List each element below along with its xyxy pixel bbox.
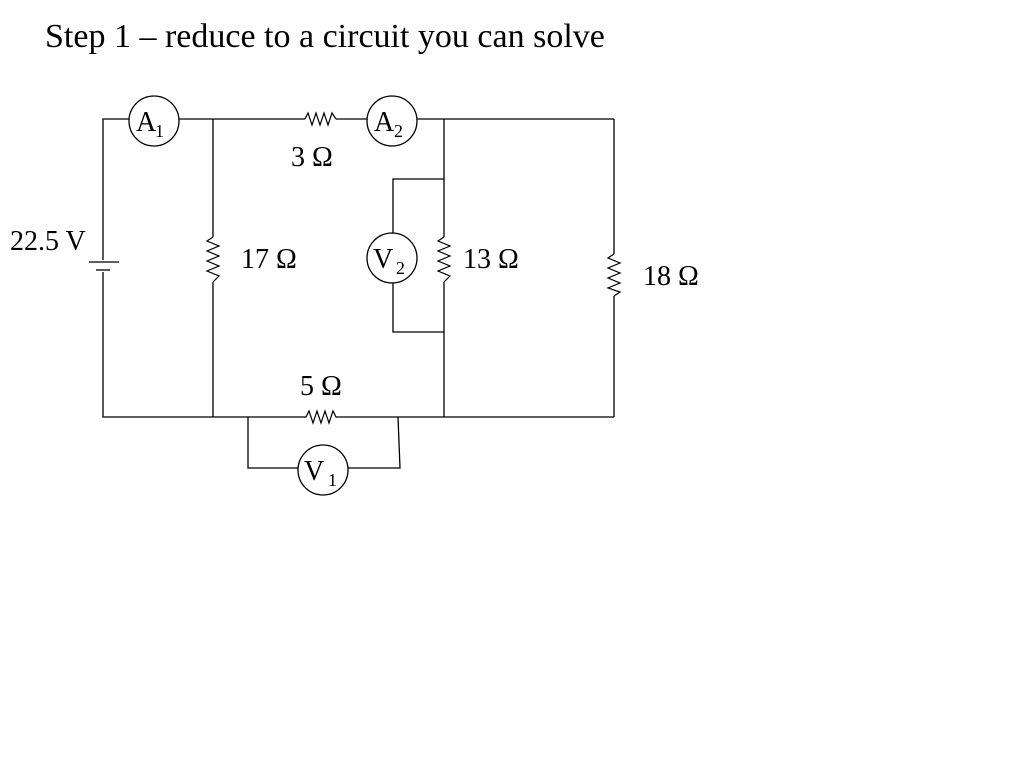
ammeter-a2: A 2 (366, 95, 418, 147)
wire-v1-right (348, 416, 401, 469)
slide-title: Step 1 – reduce to a circuit you can sol… (45, 18, 605, 55)
ammeter-a1-sub: 1 (155, 121, 164, 141)
resistor-5-ohm (290, 409, 356, 425)
resistor-3-label: 3 Ω (291, 142, 333, 173)
resistor-17-label: 17 Ω (241, 244, 297, 275)
resistor-18-ohm (606, 253, 622, 297)
resistor-5-label: 5 Ω (300, 371, 342, 402)
voltmeter-v1-sub: 1 (328, 470, 337, 490)
ammeter-a2-sub: 2 (394, 121, 403, 141)
voltmeter-v2-letter: V (373, 244, 393, 275)
voltmeter-v1: V 1 (297, 444, 349, 496)
wire-left-top (102, 118, 129, 260)
resistor-13-ohm (436, 236, 452, 283)
source-label: 22.5 V (10, 226, 86, 257)
resistor-17-ohm (205, 236, 221, 283)
wire-v2-bottom (392, 283, 444, 333)
voltmeter-v1-letter: V (304, 456, 324, 487)
voltmeter-v2: V 2 (366, 232, 418, 284)
ammeter-a1-letter: A (136, 107, 157, 138)
resistor-3-ohm (304, 111, 337, 127)
wire-left-bottom (102, 272, 290, 418)
wire-v1-left (247, 417, 298, 469)
voltmeter-v2-sub: 2 (396, 258, 405, 278)
resistor-18-label: 18 Ω (643, 261, 699, 292)
battery-icon (89, 261, 119, 271)
wires (102, 118, 615, 469)
resistor-13-label: 13 Ω (463, 244, 519, 275)
wire-v2-top (392, 178, 444, 233)
ammeter-a2-letter: A (374, 107, 395, 138)
ammeter-a1: A 1 (128, 95, 180, 147)
